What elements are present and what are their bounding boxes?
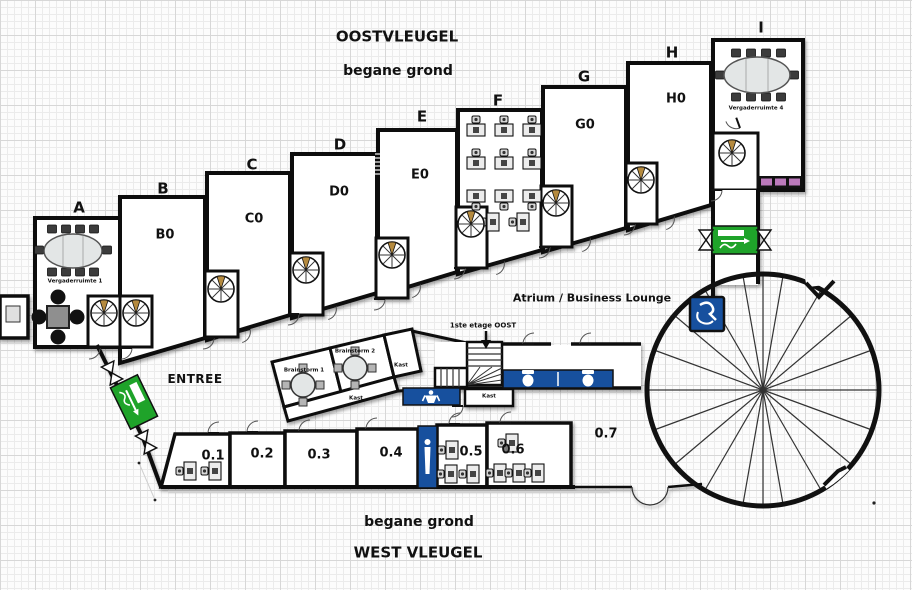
closet-room-1 [382, 327, 423, 379]
room-05-label: 0.5 [459, 444, 483, 460]
room-code-g0: G0 [575, 117, 595, 133]
room-code-b0: B0 [155, 227, 175, 243]
closet-room-3 [463, 387, 515, 408]
room-code-e0: E0 [411, 167, 429, 183]
toilet-icon [522, 370, 534, 387]
room-07-label: 0.7 [594, 426, 618, 442]
double-door-arcs [631, 486, 669, 506]
shower-sign [417, 425, 438, 489]
atrium-label: Atrium / Business Lounge [512, 291, 672, 305]
title-west-floor: begane grond [364, 514, 474, 530]
room-02-label: 0.2 [250, 446, 274, 462]
closet-label-2: Kast [349, 395, 363, 402]
toilet-icon [582, 370, 594, 387]
wc-person-sign [402, 387, 461, 406]
room-letter-f: F [492, 91, 504, 110]
meeting-room-1-label: Vergaderruimte 1 [47, 278, 103, 285]
room-letter-e: E [416, 107, 428, 126]
title-west-wing: WEST VLEUGEL [353, 543, 483, 562]
conference-table-4 [715, 48, 799, 102]
room-code-h0: H0 [666, 91, 686, 107]
walls-group [0, 38, 805, 506]
room-code-d0: D0 [329, 184, 349, 200]
meeting-room-4-label: Vergaderruimte 4 [728, 105, 784, 112]
room-letter-a: A [73, 198, 85, 217]
atrium-circle [644, 271, 882, 509]
exit-sign-entrance [109, 373, 159, 431]
closet-label-3: Kast [482, 393, 496, 400]
room-04-label: 0.4 [379, 445, 403, 461]
accessible-wc-sign [688, 295, 726, 333]
annex-room [0, 294, 30, 340]
room-letter-d: D [333, 135, 347, 154]
brainstorm2-label: Brainstorm 2 [334, 348, 376, 355]
room-letter-h: H [665, 43, 679, 62]
stairs-label: 1ste etage OOST [449, 321, 517, 330]
wheelchair-icon [699, 301, 717, 321]
corridor-wall [411, 329, 468, 345]
shadow-lines [137, 461, 610, 502]
signs-group [100, 225, 772, 489]
room-letter-i: I [758, 18, 764, 37]
running-man-icon [119, 391, 131, 406]
brainstorm1-label: Brainstorm 1 [283, 367, 325, 374]
square-table-a [31, 289, 85, 345]
atrium-spokes [647, 274, 879, 506]
furniture-group [31, 48, 803, 484]
room-letter-c: C [246, 155, 258, 174]
bench-room-i [757, 176, 803, 188]
room-code-c0: C0 [244, 211, 264, 227]
room-03-label: 0.3 [307, 447, 331, 463]
room-letter-g: G [577, 67, 591, 86]
person-icon [428, 390, 434, 395]
room-06-label: 0.6 [501, 442, 525, 458]
entrance-label: ENTREE [167, 372, 223, 386]
closet-label-1: Kast [394, 362, 408, 369]
wc-sign-band [502, 369, 614, 389]
running-man-icon [719, 243, 737, 249]
staircase-east [433, 331, 504, 389]
title-east-wing: OOSTVLEUGEL [335, 27, 459, 46]
exit-sign-atrium [711, 225, 759, 255]
title-east-floor: begane grond [343, 63, 453, 79]
brainstorm-tables [281, 346, 377, 407]
room-01-label: 0.1 [201, 448, 225, 464]
standing-person-icon [424, 439, 431, 445]
conference-table-1 [34, 224, 112, 277]
room-letter-b: B [157, 179, 169, 198]
